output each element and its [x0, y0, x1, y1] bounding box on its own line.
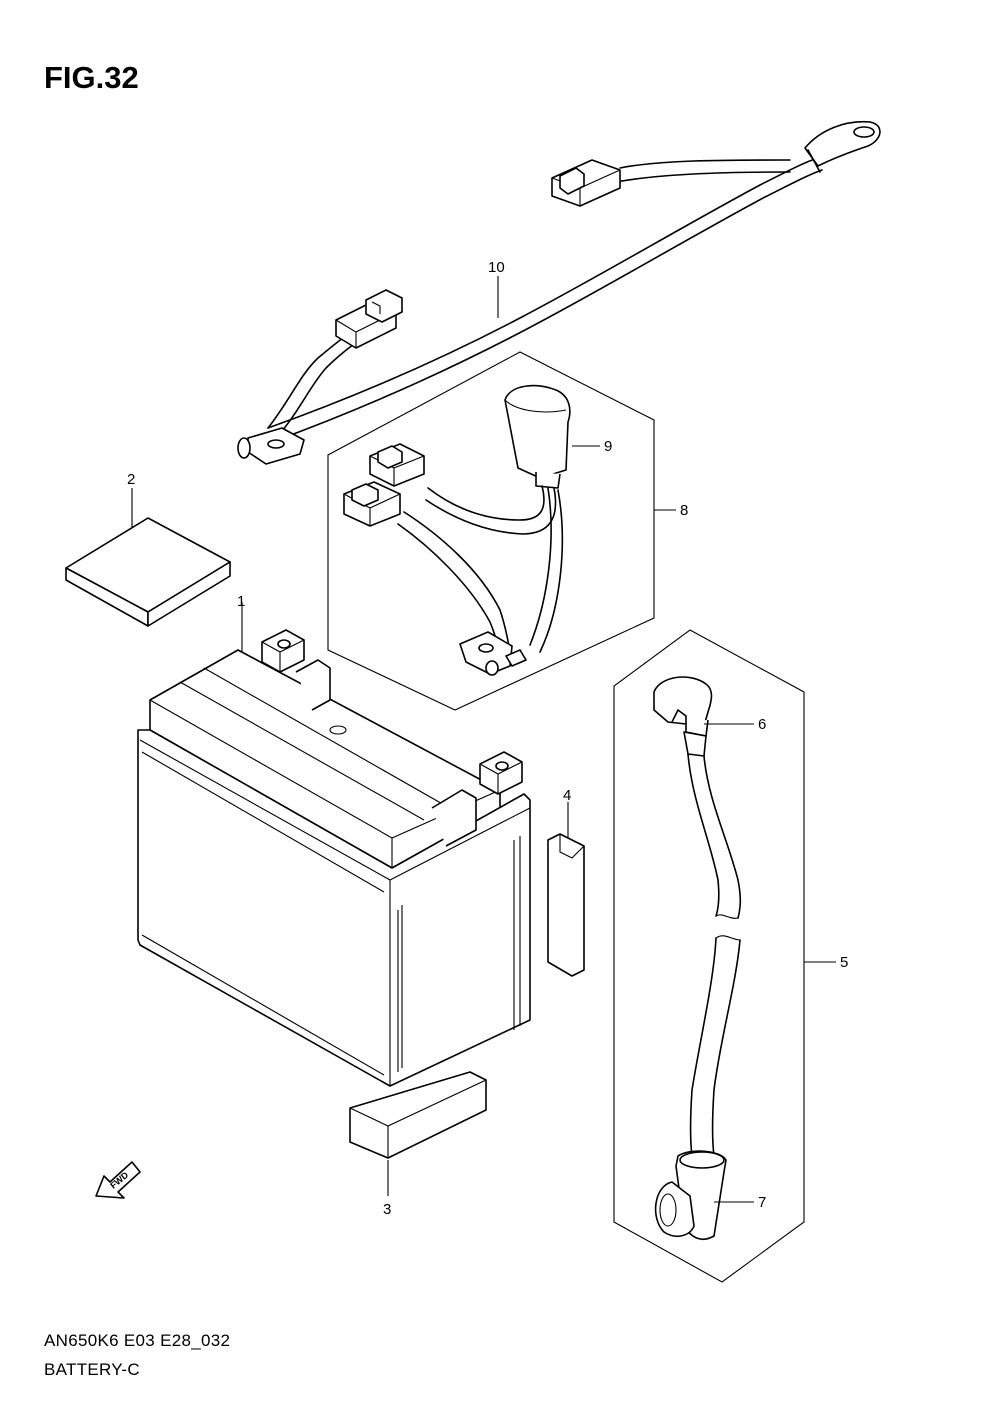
callout-numbers: 10 2 1 4 3 9 8 6 5 7	[127, 259, 848, 1218]
callout-8: 8	[680, 502, 688, 519]
callout-9: 9	[604, 438, 612, 455]
callout-1: 1	[237, 593, 245, 610]
seal-part-4	[547, 833, 585, 977]
cable-assembly-part-5	[613, 629, 805, 1283]
callout-4: 4	[563, 787, 571, 804]
callout-2: 2	[127, 471, 135, 488]
battery-part-1	[137, 629, 531, 1087]
callout-3: 3	[383, 1201, 391, 1218]
callout-5: 5	[840, 954, 848, 971]
battery-lead-part-8	[327, 351, 655, 711]
figure-title: FIG.32	[44, 60, 139, 95]
spacer-part-3	[349, 1071, 487, 1159]
callout-6: 6	[758, 716, 766, 733]
leader-lines	[131, 276, 836, 1203]
section-name: BATTERY-C	[44, 1360, 140, 1379]
callout-7: 7	[758, 1194, 766, 1211]
pad-part-2	[65, 517, 231, 627]
forward-arrow-icon: FWD	[95, 1161, 141, 1199]
model-code: AN650K6 E03 E28_032	[44, 1331, 231, 1350]
wiring-lead-part-10	[237, 120, 881, 465]
callout-10: 10	[488, 259, 505, 276]
